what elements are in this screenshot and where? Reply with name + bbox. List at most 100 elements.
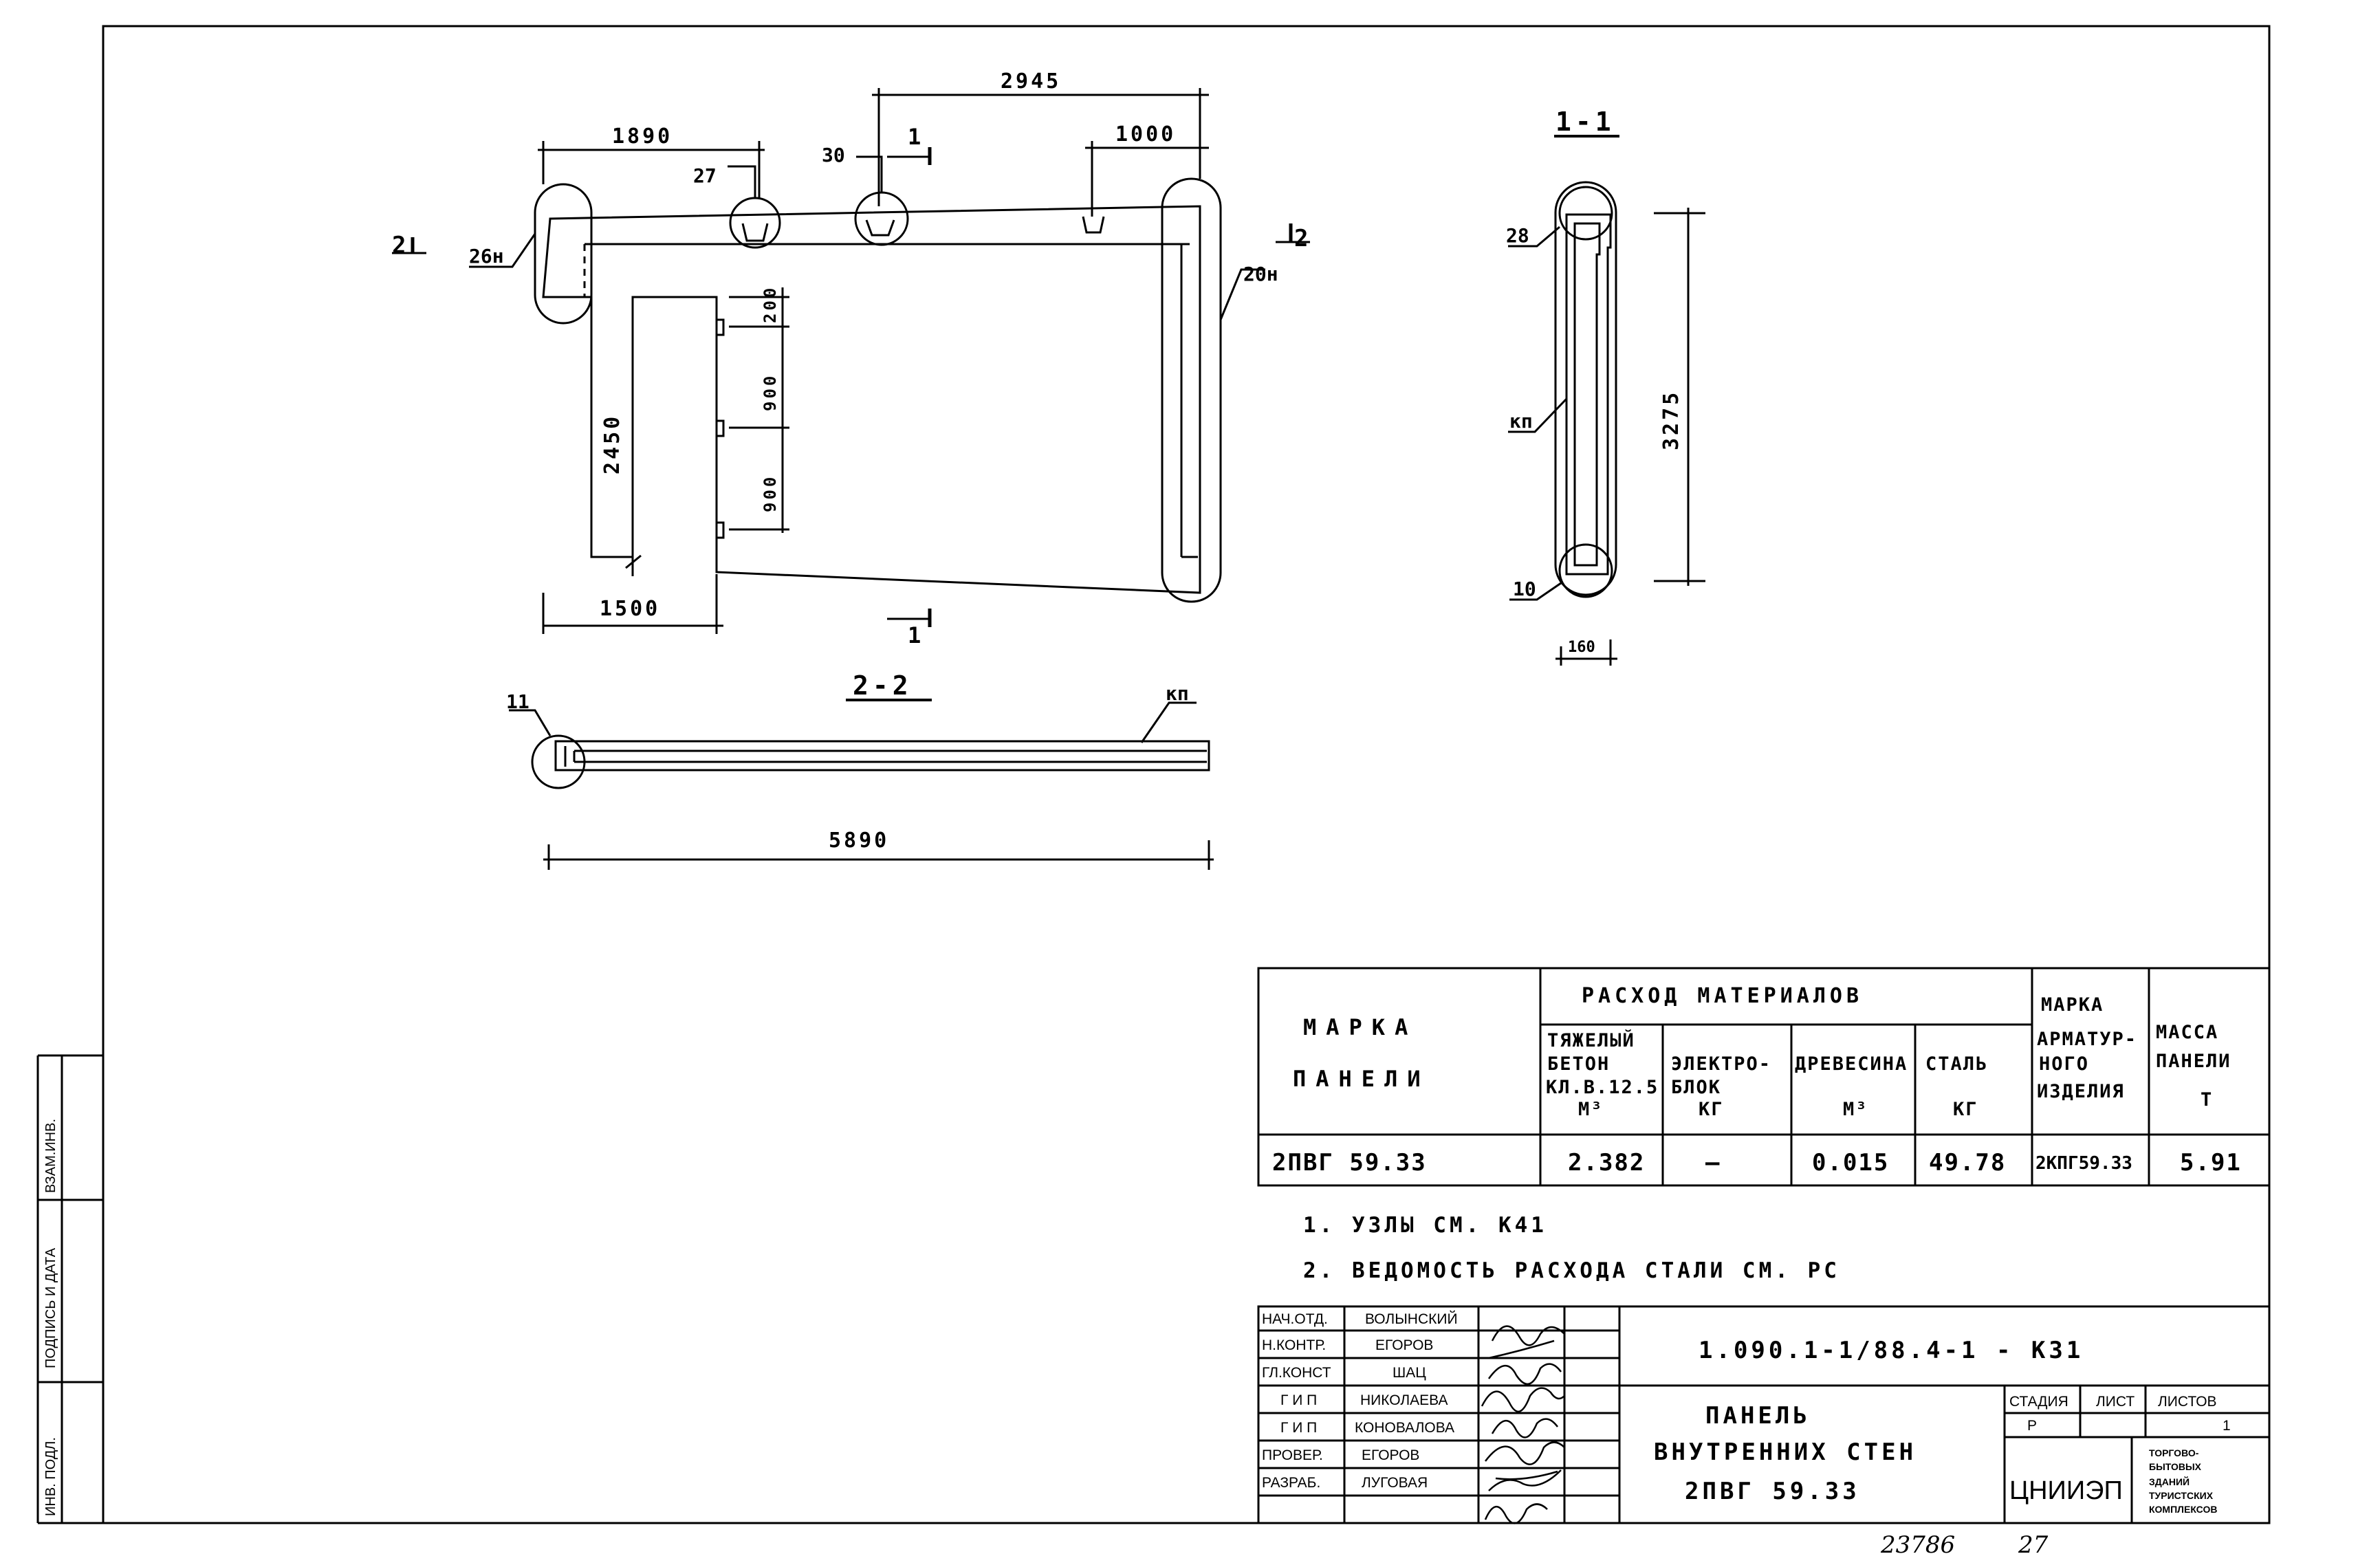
- materials-table: [1257, 967, 2271, 1187]
- dim-160: 160: [1568, 639, 1595, 656]
- concrete-h4: М³: [1578, 1099, 1604, 1120]
- detail-callout-10: [1558, 543, 1613, 598]
- mark-header-line2: ПАНЕЛИ: [1293, 1066, 1430, 1092]
- dim-2450: 2450: [600, 414, 624, 474]
- dim-1890: 1890: [612, 124, 673, 149]
- staff-name-1: ВОЛЫНСКИЙ: [1365, 1311, 1458, 1327]
- mass-h2: ПАНЕЛИ: [2156, 1051, 2231, 1072]
- staff-role-2: Н.КОНТР.: [1262, 1337, 1326, 1353]
- electro-h2: БЛОК: [1671, 1077, 1721, 1098]
- dim-200: 200: [761, 285, 780, 323]
- row-steel: 49.78: [1929, 1149, 2006, 1177]
- org-desc-3: ЗДАНИЙ: [2149, 1476, 2190, 1487]
- section-mark-2-left: 2: [392, 232, 410, 259]
- title-line-1: ПАНЕЛЬ: [1705, 1402, 1811, 1430]
- sheets-label: ЛИСТОВ: [2158, 1394, 2217, 1410]
- staff-name-2: ЕГОРОВ: [1375, 1337, 1433, 1353]
- staff-role-3: ГЛ.КОНСТ: [1262, 1365, 1331, 1381]
- dim-1500: 1500: [600, 597, 660, 621]
- dim-5890: 5890: [829, 829, 889, 853]
- wood-h1: ДРЕВЕСИНА: [1795, 1053, 1908, 1075]
- side-stamp-signature-date: ПОДПИСЬ И ДАТА: [43, 1247, 58, 1368]
- staff-role-4: Г И П: [1280, 1392, 1317, 1408]
- staff-role-5: Г И П: [1280, 1420, 1317, 1436]
- electro-h3: КГ: [1699, 1099, 1724, 1120]
- detail-callout-11: [531, 734, 586, 789]
- org-desc-5: КОМПЛЕКСОВ: [2149, 1504, 2217, 1515]
- staff-name-7: ЛУГОВАЯ: [1362, 1475, 1428, 1491]
- electro-h1: ЭЛЕКТРО-: [1671, 1053, 1771, 1075]
- wood-h2: М³: [1843, 1099, 1868, 1120]
- detail-callout-28: [1558, 186, 1613, 241]
- callout-label-26n: 26н: [469, 245, 504, 267]
- dim-1000: 1000: [1115, 122, 1176, 146]
- staff-name-4: НИКОЛАЕВА: [1360, 1392, 1448, 1408]
- row-mark: 2ПВГ 59.33: [1272, 1149, 1427, 1177]
- mark-header-line1: МАРКА: [1303, 1014, 1417, 1040]
- detail-callout-20n: [1161, 177, 1222, 603]
- title-line-2: ВНУТРЕННИХ СТЕН: [1654, 1438, 1917, 1466]
- staff-name-5: КОНОВАЛОВА: [1355, 1420, 1454, 1436]
- callout-label-10: 10: [1513, 578, 1536, 600]
- title-block: [1257, 1305, 2271, 1524]
- staff-role-1: НАЧ.ОТД.: [1262, 1311, 1328, 1327]
- row-wood: 0.015: [1812, 1149, 1889, 1177]
- section-mark-1-top: 1: [908, 124, 925, 150]
- row-rebar: 2КПГ59.33: [2035, 1153, 2132, 1174]
- title-line-3: 2ПВГ 59.33: [1685, 1478, 1860, 1505]
- doc-code: 1.090.1-1/88.4-1 - К31: [1699, 1337, 2084, 1364]
- staff-role-6: ПРОВЕР.: [1262, 1447, 1323, 1463]
- section-1-1-view: [1508, 135, 1705, 666]
- rebar-h4: ИЗДЕЛИЯ: [2037, 1081, 2125, 1102]
- staff-name-3: ШАЦ: [1393, 1365, 1426, 1381]
- row-mass: 5.91: [2180, 1149, 2242, 1177]
- dim-2945: 2945: [1001, 69, 1061, 94]
- section-1-1-title: 1-1: [1555, 107, 1615, 137]
- signatures: [1481, 1325, 1565, 1524]
- callout-label-20n: 20н: [1243, 263, 1278, 285]
- panel-plan-view: [392, 88, 1310, 634]
- section-2-2-title: 2-2: [853, 670, 913, 701]
- staff-role-7: РАЗРАБ.: [1262, 1475, 1320, 1491]
- org-desc-2: БЫТОВЫХ: [2149, 1461, 2202, 1472]
- section-2-2-view: [509, 699, 1214, 870]
- note-2: 2. ВЕДОМОСТЬ РАСХОДА СТАЛИ СМ. РС: [1303, 1258, 1840, 1283]
- staff-name-6: ЕГОРОВ: [1362, 1447, 1419, 1463]
- callout-label-kp-1-1: кп: [1509, 410, 1533, 433]
- rebar-h2: АРМАТУР-: [2037, 1029, 2137, 1050]
- callout-label-kp-2-2: кп: [1166, 682, 1189, 705]
- org-desc-4: ТУРИСТСКИХ: [2149, 1490, 2214, 1501]
- callout-label-28: 28: [1506, 224, 1529, 247]
- dim-3275: 3275: [1659, 390, 1683, 450]
- mass-h1: МАССА: [2156, 1022, 2218, 1043]
- side-stamp-replacement: ВЗАМ.ИНВ.: [43, 1119, 58, 1193]
- section-mark-1-bottom: 1: [908, 622, 925, 648]
- sheets-value: 1: [2223, 1418, 2231, 1434]
- rebar-h3: НОГО: [2039, 1053, 2089, 1075]
- section-mark-2-right: 2: [1294, 225, 1312, 252]
- concrete-h1: ТЯЖЕЛЫЙ: [1547, 1029, 1635, 1051]
- row-concrete: 2.382: [1568, 1149, 1645, 1177]
- callout-label-11: 11: [506, 690, 530, 713]
- detail-callout-26n: [534, 183, 593, 325]
- callout-label-27: 27: [693, 164, 717, 187]
- consumption-header: РАСХОД МАТЕРИАЛОВ: [1582, 984, 1863, 1008]
- org-name: ЦНИИЭП: [2009, 1476, 2123, 1505]
- steel-h2: КГ: [1953, 1099, 1978, 1120]
- stage-label: СТАДИЯ: [2009, 1394, 2068, 1410]
- footer-page: 27: [2018, 1531, 2049, 1559]
- callout-label-30: 30: [822, 144, 845, 166]
- footer-code: 23786: [1880, 1531, 1955, 1559]
- row-electro: —: [1705, 1149, 1721, 1177]
- section-outline: [1554, 181, 1617, 596]
- stage-value: Р: [2027, 1418, 2037, 1434]
- sheet-label: ЛИСТ: [2096, 1394, 2135, 1410]
- dim-900-upper: 900: [761, 373, 780, 411]
- org-desc-1: ТОРГОВО-: [2149, 1447, 2199, 1458]
- side-stamp-original-inv: ИНВ. ПОДЛ.: [43, 1437, 58, 1516]
- note-1: 1. УЗЛЫ СМ. К41: [1303, 1213, 1547, 1238]
- concrete-h2: БЕТОН: [1547, 1053, 1610, 1075]
- mass-h3: Т: [2201, 1089, 2213, 1110]
